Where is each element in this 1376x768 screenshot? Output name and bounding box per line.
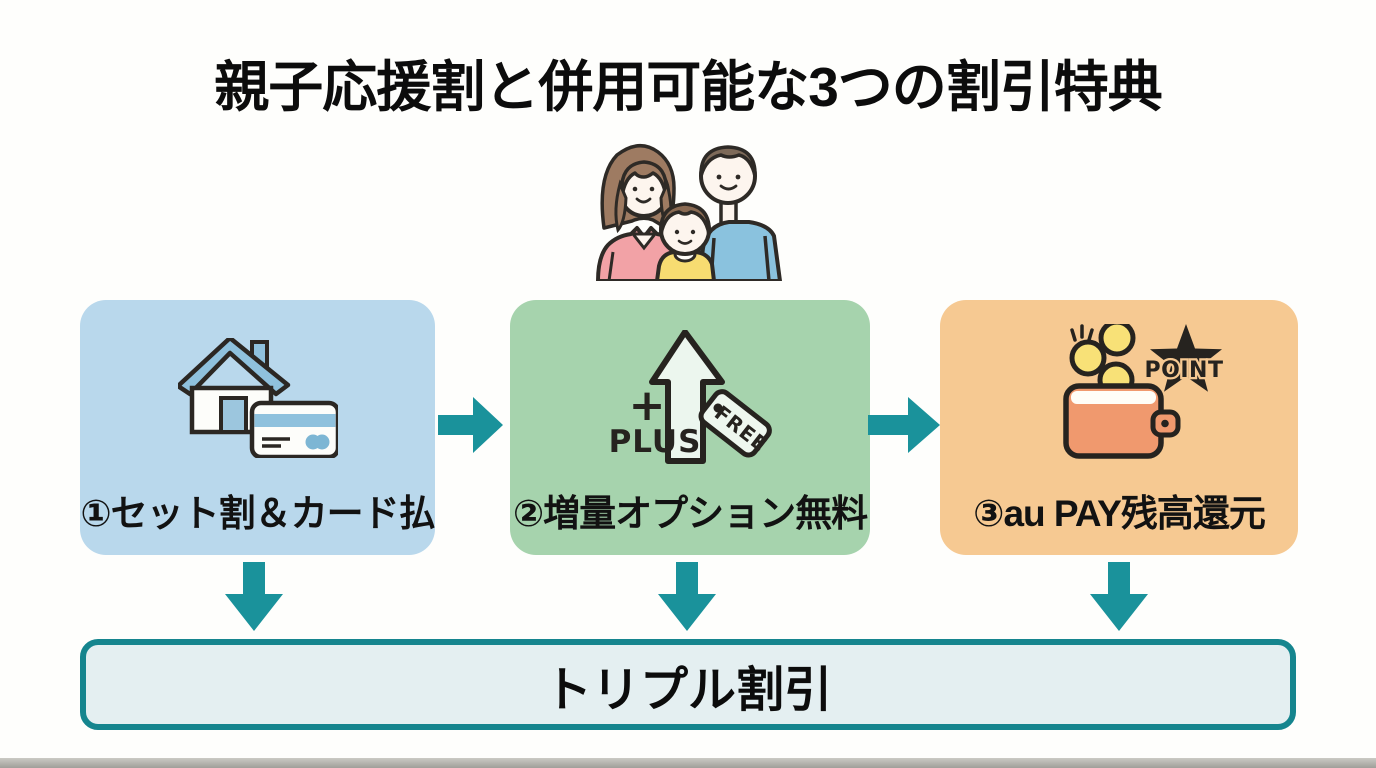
card-extra-option-free-label: ②増量オプション無料 bbox=[512, 493, 868, 534]
card-set-discount-label: ①セット割＆カード払 bbox=[80, 493, 435, 534]
free-tag-icon: FREE bbox=[698, 389, 772, 458]
coin-icon bbox=[1098, 324, 1136, 357]
down-arrow-icon bbox=[1090, 562, 1148, 631]
wallet-coins-point-icon: POINT bbox=[1063, 324, 1225, 459]
card-set-discount: ①セット割＆カード払 bbox=[80, 300, 436, 555]
family-illustration-icon bbox=[596, 144, 782, 281]
sparkle-lines-icon bbox=[1070, 324, 1094, 342]
down-arrow-icon bbox=[658, 562, 716, 631]
child-figure bbox=[655, 202, 716, 281]
bottom-edge-strip bbox=[0, 758, 1376, 768]
plus-arrow-free-tag-icon: + PLUS FREE bbox=[610, 330, 772, 464]
result-banner: トリプル割引 bbox=[80, 639, 1296, 730]
house-credit-card-icon bbox=[178, 338, 338, 458]
result-banner-label: トリプル割引 bbox=[543, 663, 832, 717]
point-star-icon bbox=[1150, 324, 1222, 392]
plus-word-label: PLUS bbox=[610, 424, 701, 460]
card-extra-option-free: + PLUS FREE ②増量オプション無料 bbox=[510, 300, 870, 555]
down-arrow-icon bbox=[225, 562, 283, 631]
point-star-label: POINT bbox=[1145, 358, 1224, 383]
page-title: 親子応援割と併用可能な3つの割引特典 bbox=[214, 56, 1163, 118]
plus-sign-glyph: + bbox=[629, 380, 666, 431]
father-figure bbox=[697, 145, 782, 281]
right-arrow-icon bbox=[438, 397, 503, 453]
coin-icon bbox=[1069, 339, 1107, 377]
card-aupay-cashback: POINT ③au PAY残高還元 bbox=[940, 300, 1298, 555]
card-aupay-cashback-label: ③au PAY残高還元 bbox=[973, 493, 1266, 534]
right-arrow-icon bbox=[868, 397, 940, 453]
